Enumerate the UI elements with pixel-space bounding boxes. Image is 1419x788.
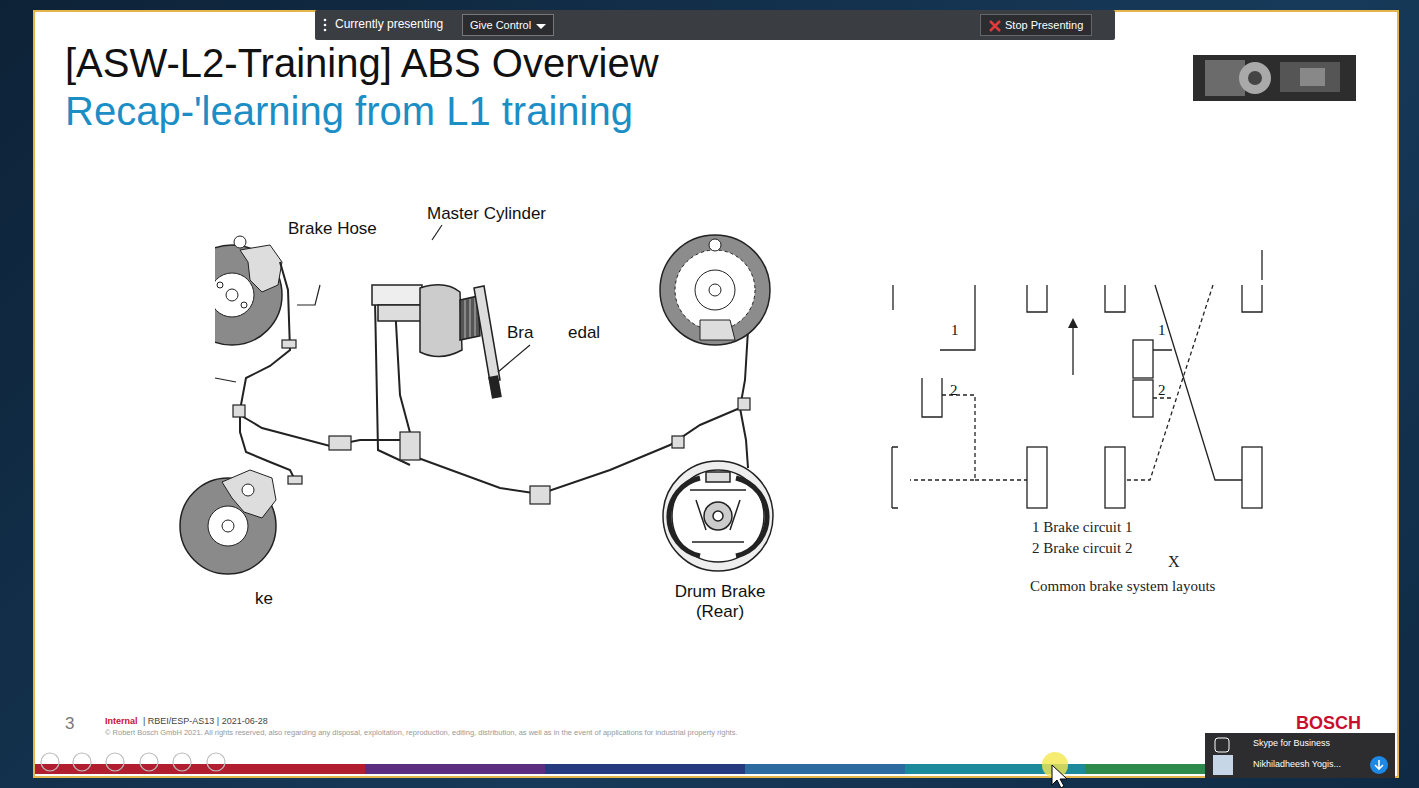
icon — [1369, 755, 1389, 775]
callout-number: 2 — [1158, 382, 1166, 399]
give-control-button: Give Control — [462, 14, 554, 36]
slide-title: [ASW-L2-Training] ABS Overview — [65, 40, 659, 86]
callout-number: 1 — [1158, 322, 1166, 339]
disc-brake — [215, 236, 282, 345]
callout-number: 2 — [950, 382, 958, 399]
node-text: Nikhiladheesh Yogis... — [1253, 759, 1341, 769]
part-label: Brake Hose — [288, 219, 377, 239]
direction-arrow — [1068, 318, 1078, 375]
node-text: Skype for Business — [1253, 738, 1330, 748]
icon — [1213, 755, 1233, 775]
icon — [1213, 736, 1233, 756]
part-label: edal — [568, 323, 600, 343]
part-label: Master Cylinder — [427, 204, 546, 224]
part-label: ke — [255, 589, 273, 609]
brake-pedal — [474, 286, 502, 399]
node-text: Give Control — [470, 19, 531, 32]
copyright: © Robert Bosch GmbH 2021. All rights res… — [105, 729, 738, 738]
slide-subtitle: Recap-'learning from L1 training — [65, 88, 633, 134]
stop-presenting-button: Stop Presenting — [980, 14, 1092, 36]
disc-brake — [660, 235, 770, 345]
figure-caption: Common brake system layouts — [1030, 578, 1215, 595]
legend-note: 1 Brake circuit 1 — [1032, 519, 1132, 536]
icon — [531, 16, 551, 36]
slide-number: 3 — [65, 714, 74, 734]
drum-brake — [663, 461, 773, 571]
footer-info: | RBEI/ESP-AS13 | 2021-06-28 — [143, 716, 268, 726]
figure-label: X — [1168, 553, 1180, 571]
skype-notification: Skype for BusinessNikhiladheesh Yogis... — [1205, 733, 1395, 778]
disc-brake — [180, 470, 276, 574]
part-label: Drum Brake (Rear) — [665, 582, 775, 621]
classification: Internal — [105, 716, 138, 726]
photo-thumbnail — [1193, 55, 1356, 101]
node-text: Currently presenting — [335, 18, 443, 32]
presenting-toolbar: Currently presenting Give Control Stop Pre… — [315, 10, 1115, 40]
brand-logo: BOSCH — [1296, 713, 1361, 734]
layout-diagram — [892, 250, 1262, 508]
legend-note: 2 Brake circuit 2 — [1032, 540, 1132, 557]
leader-line — [215, 225, 530, 382]
callout-number: 1 — [951, 322, 959, 339]
master-cylinder — [372, 285, 480, 357]
node-text: Stop Presenting — [1005, 19, 1083, 32]
slide-nav-controls — [41, 753, 225, 771]
icon — [985, 16, 1005, 36]
part-label: Bra — [507, 323, 533, 343]
